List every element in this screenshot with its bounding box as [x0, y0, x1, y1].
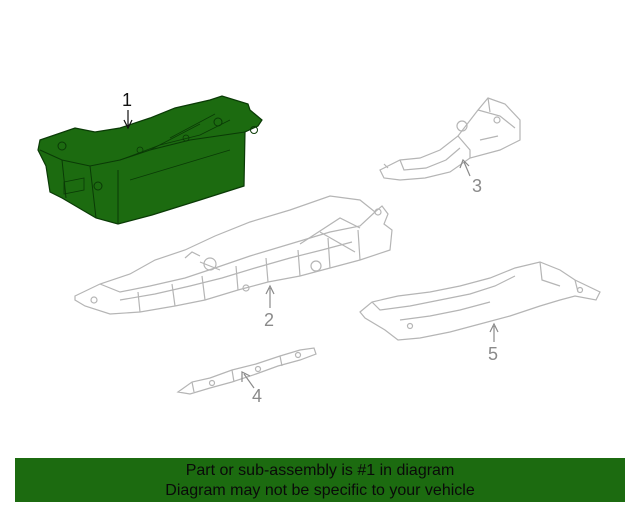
parts-diagram: 1 2 3 4 5	[37, 90, 601, 406]
part-4[interactable]	[176, 347, 317, 395]
callout-label-5: 5	[488, 344, 498, 364]
callout-4: 4	[241, 371, 262, 406]
callout-label-3: 3	[472, 176, 482, 196]
callout-1: 1	[122, 90, 133, 130]
part-1-highlighted[interactable]	[37, 95, 263, 225]
callout-label-1: 1	[122, 90, 132, 110]
diagram-notice-banner: Part or sub-assembly is #1 in diagram Di…	[15, 458, 625, 502]
banner-line-2: Diagram may not be specific to your vehi…	[165, 482, 475, 499]
banner-line-1: Part or sub-assembly is #1 in diagram	[185, 462, 455, 479]
callout-label-4: 4	[252, 386, 262, 406]
part-2[interactable]	[74, 195, 393, 315]
part-5[interactable]	[359, 261, 601, 341]
callout-5: 5	[488, 322, 499, 364]
callout-2: 2	[264, 284, 275, 330]
callout-label-2: 2	[264, 310, 274, 330]
callout-3: 3	[459, 158, 482, 196]
part-3[interactable]	[379, 97, 521, 181]
